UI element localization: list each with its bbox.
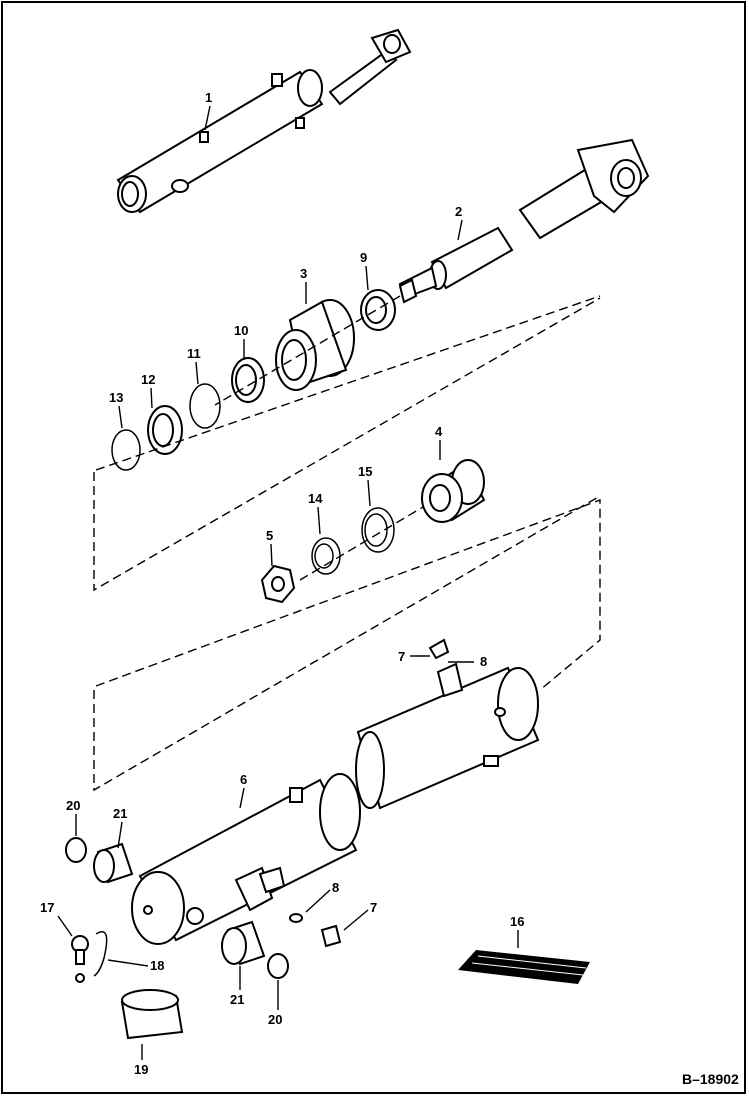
callout-21-left: 21 xyxy=(113,806,127,821)
part-2-piston-rod xyxy=(398,138,650,304)
callout-13: 13 xyxy=(109,390,123,405)
part-20-cap-left xyxy=(65,837,87,863)
part-18-snap-ring xyxy=(93,931,108,977)
assembly-dashed-lines xyxy=(93,295,601,792)
part-14-seal xyxy=(311,537,341,575)
callout-8-top: 8 xyxy=(480,654,487,669)
callout-1: 1 xyxy=(205,90,212,105)
callout-17: 17 xyxy=(40,900,54,915)
callout-15: 15 xyxy=(358,464,372,479)
callout-21-right: 21 xyxy=(230,992,244,1007)
callout-10: 10 xyxy=(234,323,248,338)
part-11-o-ring xyxy=(189,383,221,429)
callout-3: 3 xyxy=(300,266,307,281)
part-6-barrel xyxy=(131,638,540,948)
callout-8-bottom: 8 xyxy=(332,880,339,895)
callout-20-left: 20 xyxy=(66,798,80,813)
part-21-bushing-right xyxy=(221,920,266,966)
part-19-pin xyxy=(120,989,184,1040)
part-5-nut xyxy=(260,564,296,604)
callout-4: 4 xyxy=(435,424,443,439)
callout-19: 19 xyxy=(134,1062,148,1077)
callout-18: 18 xyxy=(150,958,164,973)
callout-16: 16 xyxy=(510,914,524,929)
callout-7-top: 7 xyxy=(398,649,405,664)
part-9-wiper xyxy=(360,289,396,331)
part-20-cap-right xyxy=(267,953,289,979)
callout-9: 9 xyxy=(360,250,367,265)
part-21-bushing-left xyxy=(93,842,134,884)
leader-lines xyxy=(57,105,519,1060)
callout-12: 12 xyxy=(141,372,155,387)
part-13-o-ring xyxy=(111,429,141,471)
callout-11: 11 xyxy=(187,346,201,361)
part-12-backup-ring xyxy=(147,405,183,455)
part-10-ring xyxy=(231,357,265,403)
callout-2: 2 xyxy=(455,204,462,219)
part-15-seal xyxy=(361,507,395,553)
part-1-assembled-cylinder xyxy=(116,28,412,214)
callout-6: 6 xyxy=(240,772,247,787)
callout-labels: 1 2 3 9 10 11 12 13 4 15 14 5 7 8 6 8 7 … xyxy=(40,90,524,1077)
part-17-grease-fitting xyxy=(71,935,89,983)
callout-5: 5 xyxy=(266,528,273,543)
callout-20-right: 20 xyxy=(268,1012,282,1027)
part-3-gland xyxy=(275,299,355,391)
figure-code: B–18902 xyxy=(682,1071,739,1087)
part-4-piston xyxy=(421,459,486,523)
callout-14: 14 xyxy=(308,491,323,506)
part-16-decal xyxy=(458,950,590,984)
callout-7-bottom: 7 xyxy=(370,900,377,915)
